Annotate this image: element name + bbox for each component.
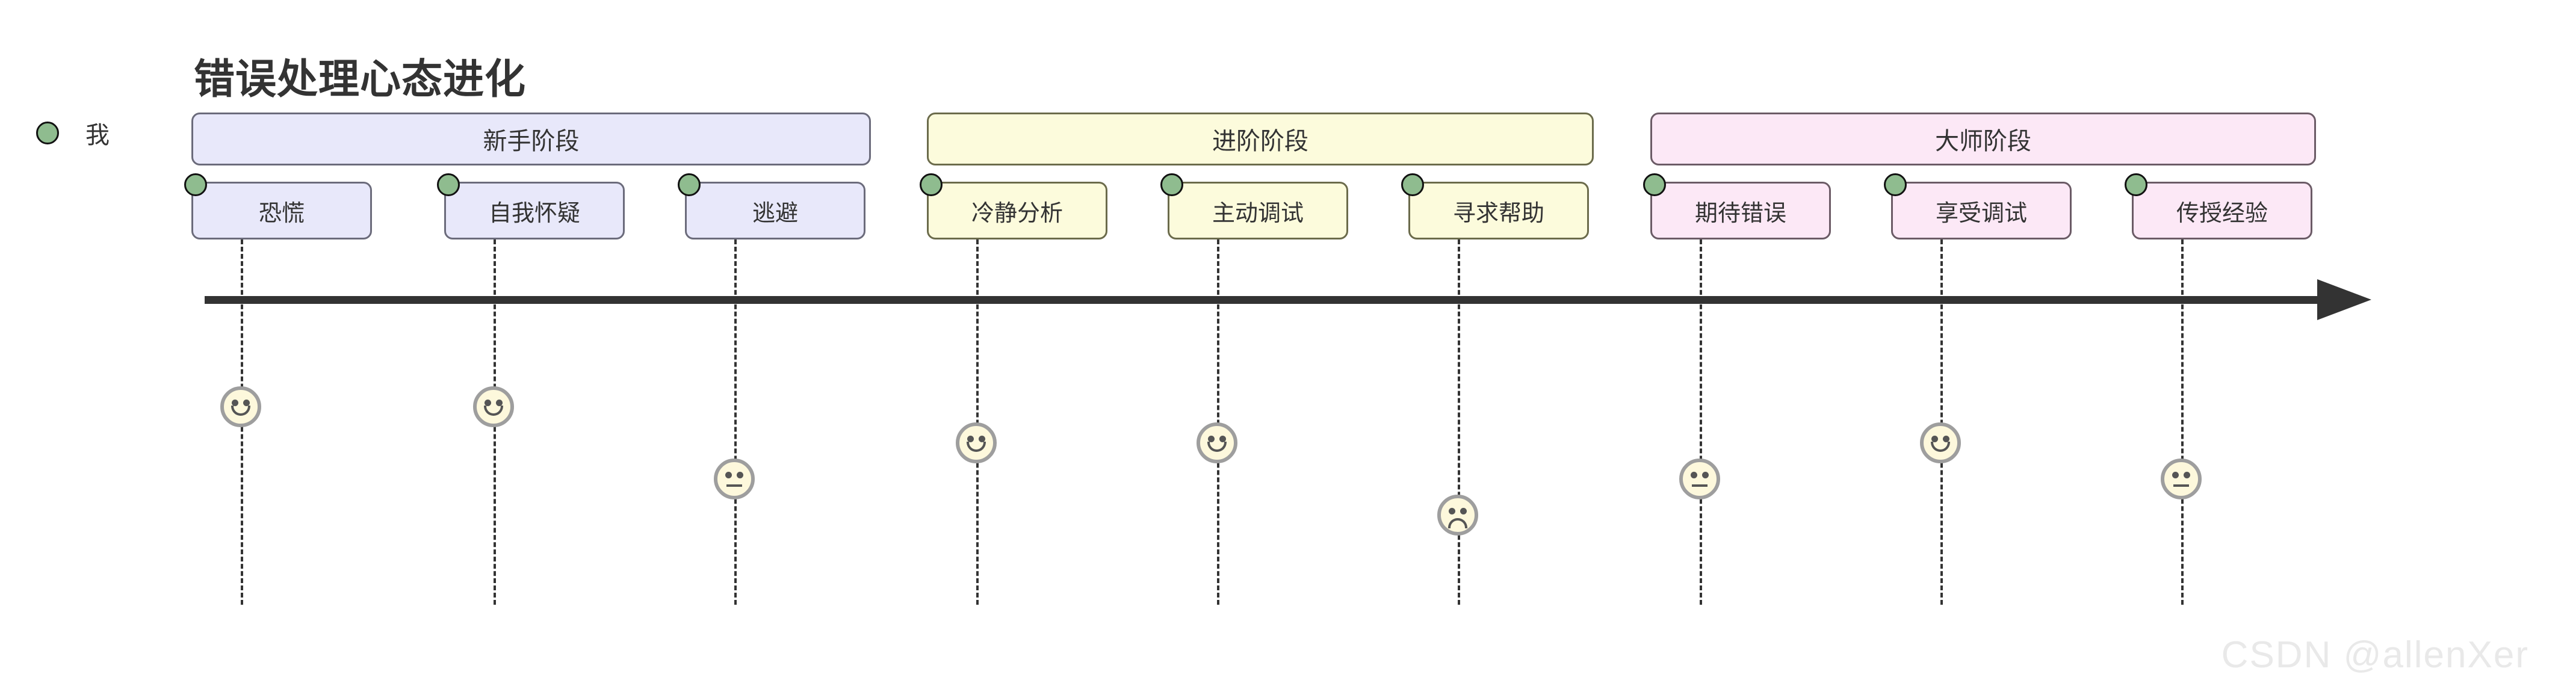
- event-label: 主动调试: [1212, 200, 1304, 226]
- neutral-face-icon: [2161, 459, 2202, 499]
- event-dropline: [1700, 239, 1702, 605]
- phase-bar-3[interactable]: 大师阶段: [1650, 113, 2316, 165]
- face-eye-right: [243, 400, 250, 406]
- event-dropline: [1940, 239, 1943, 605]
- happy-face-icon: [220, 386, 261, 427]
- event-dropline: [976, 239, 979, 605]
- event-box[interactable]: 冷静分析: [927, 182, 1107, 239]
- event-box[interactable]: 逃避: [685, 182, 865, 239]
- actor-marker-icon: [1884, 173, 1907, 196]
- event-box[interactable]: 期待错误: [1650, 182, 1831, 239]
- phase-label: 新手阶段: [483, 128, 580, 155]
- event-box[interactable]: 享受调试: [1891, 182, 2072, 239]
- event-dropline: [1458, 239, 1460, 605]
- face-eye-right: [2184, 472, 2190, 478]
- happy-face-icon: [956, 422, 997, 463]
- face-eye-left: [2172, 472, 2179, 478]
- face-eye-right: [737, 472, 743, 478]
- actor-marker-icon: [1160, 173, 1183, 196]
- event-box[interactable]: 主动调试: [1168, 182, 1348, 239]
- face-eye-right: [979, 436, 985, 442]
- actor-marker-icon: [437, 173, 460, 196]
- timeline-arrow-icon: [2317, 279, 2371, 320]
- face-eye-left: [967, 436, 974, 442]
- face-mouth-happy: [967, 442, 986, 452]
- event-label: 冷静分析: [971, 200, 1063, 226]
- event-label: 享受调试: [1935, 200, 2027, 226]
- happy-face-icon: [1920, 422, 1961, 463]
- event-box[interactable]: 传授经验: [2132, 182, 2312, 239]
- neutral-face-icon: [1679, 459, 1720, 499]
- event-label: 期待错误: [1694, 200, 1786, 226]
- timeline-axis-line: [205, 296, 2317, 304]
- event-label: 传授经验: [2176, 200, 2268, 226]
- face-eye-right: [1943, 436, 1949, 442]
- face-mouth-sad: [1448, 518, 1467, 528]
- event-dropline: [734, 239, 737, 605]
- face-mouth-neutral: [2173, 484, 2189, 487]
- face-eye-right: [496, 400, 503, 406]
- event-label: 寻求帮助: [1452, 200, 1544, 226]
- face-mouth-neutral: [1692, 484, 1708, 487]
- legend-item-label: 我: [85, 122, 110, 149]
- event-label: 恐慌: [258, 200, 305, 226]
- face-eye-left: [1931, 436, 1938, 442]
- face-eye-right: [1460, 508, 1467, 514]
- face-mouth-happy: [1931, 442, 1950, 452]
- face-mouth-neutral: [726, 484, 742, 487]
- phase-bar-1[interactable]: 新手阶段: [191, 113, 871, 165]
- csdn-watermark: CSDN @allenXer: [2221, 634, 2529, 676]
- event-label: 自我怀疑: [488, 200, 580, 226]
- face-eye-left: [1449, 508, 1455, 514]
- actor-marker-icon: [1401, 173, 1424, 196]
- face-eye-left: [1208, 436, 1215, 442]
- event-box[interactable]: 自我怀疑: [444, 182, 625, 239]
- phase-bar-2[interactable]: 进阶阶段: [927, 113, 1594, 165]
- happy-face-icon: [1197, 422, 1237, 463]
- face-eye-left: [485, 400, 491, 406]
- face-eye-right: [1219, 436, 1226, 442]
- event-label: 逃避: [752, 200, 798, 226]
- phase-label: 大师阶段: [1935, 128, 2031, 155]
- sad-face-icon: [1437, 495, 1478, 536]
- green-circle-icon: [36, 122, 59, 144]
- event-box[interactable]: 寻求帮助: [1408, 182, 1589, 239]
- actor-marker-icon: [184, 173, 207, 196]
- face-eye-left: [232, 400, 238, 406]
- legend: 我: [36, 116, 110, 150]
- event-box[interactable]: 恐慌: [191, 182, 372, 239]
- actor-marker-icon: [678, 173, 701, 196]
- happy-face-icon: [473, 386, 514, 427]
- actor-marker-icon: [920, 173, 943, 196]
- face-mouth-happy: [1207, 442, 1227, 452]
- actor-marker-icon: [2125, 173, 2147, 196]
- event-dropline: [2181, 239, 2184, 605]
- face-mouth-happy: [231, 406, 250, 416]
- page-title: 错误处理心态进化: [194, 57, 527, 102]
- event-dropline: [1217, 239, 1219, 605]
- phase-label: 进阶阶段: [1212, 128, 1308, 155]
- face-eye-right: [1702, 472, 1709, 478]
- face-eye-left: [1691, 472, 1697, 478]
- face-eye-left: [725, 472, 732, 478]
- face-mouth-happy: [484, 406, 503, 416]
- neutral-face-icon: [714, 459, 755, 499]
- actor-marker-icon: [1643, 173, 1666, 196]
